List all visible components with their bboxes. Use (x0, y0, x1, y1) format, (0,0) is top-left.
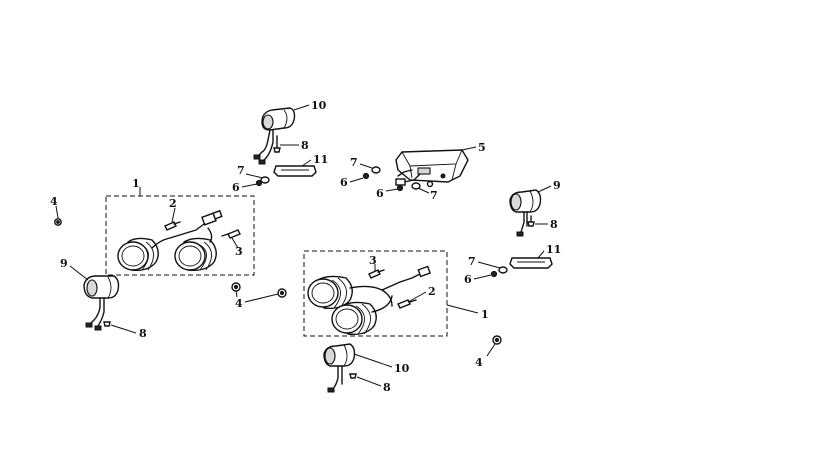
headlight-left-b (174, 237, 217, 272)
screw-top (273, 135, 281, 153)
bulb-right-3 (368, 269, 385, 279)
turn-signal-bottom (323, 343, 356, 393)
reflector-right (509, 257, 553, 269)
callout-bulb-right-a: 3 (369, 254, 377, 267)
callout-turn-signal-bottom: 10 (394, 362, 410, 375)
nut-far-left (54, 218, 62, 226)
screw-left (103, 321, 111, 327)
callout-reflector-right: 11 (546, 243, 561, 256)
callout-nut-far-left: 4 (50, 195, 58, 208)
callout-bulb-left: 2 (169, 197, 177, 210)
turn-signal-left (83, 275, 120, 331)
callout-screw-rear-left: 7 (350, 156, 358, 169)
assembly-box-left (105, 195, 255, 276)
washer-rear-bottom (396, 182, 421, 192)
turn-signal-top (253, 107, 296, 165)
headlight-right-a (307, 275, 353, 310)
washer-rear-left (362, 166, 381, 180)
callout-rear-lamp: 5 (478, 141, 486, 154)
washer-top-left (255, 176, 270, 187)
headlight-right-b (331, 301, 377, 336)
callout-turn-signal-top: 10 (311, 99, 327, 112)
callout-bulb-left-b: 3 (235, 245, 243, 258)
callout-bulb-right-b: 2 (428, 285, 436, 298)
callout-assembly-right: 1 (481, 308, 489, 321)
bulb-right-2 (397, 299, 417, 309)
callout-screw-left: 8 (139, 327, 147, 340)
headlight-left-a (117, 237, 159, 272)
callout-screw-right-b: 7 (468, 255, 476, 268)
callout-washer-rear-bottom: 6 (376, 187, 384, 200)
callout-assembly-left: 1 (132, 177, 140, 190)
callout-nut-center-left: 4 (235, 297, 243, 310)
turn-signal-right (509, 189, 542, 237)
bulb-left-3 (221, 229, 241, 239)
assembly-box-right (303, 250, 448, 337)
nut-center-left (231, 282, 287, 298)
callout-washer-rear-left: 6 (340, 176, 348, 189)
bulb-left-2 (164, 221, 181, 231)
callout-reflector-top: 11 (313, 153, 328, 166)
screw-bottom (349, 373, 357, 379)
callout-screw-top-left: 7 (237, 164, 245, 177)
callout-screw-top: 8 (301, 139, 309, 152)
nut-bottom-right (492, 335, 502, 345)
callout-washer-right: 6 (464, 273, 472, 286)
reflector-top (273, 165, 317, 177)
washer-right (490, 266, 508, 278)
callout-turn-signal-right: 9 (553, 179, 561, 192)
callout-washer-top-left: 6 (232, 181, 240, 194)
rear-lamp (395, 149, 469, 188)
callout-screw-right: 8 (550, 218, 558, 231)
callout-turn-signal-left: 9 (60, 257, 68, 270)
callout-nut-bottom: 4 (475, 356, 483, 369)
screw-right (527, 215, 535, 227)
callout-screw-rear-bottom: 7 (430, 189, 438, 202)
callout-screw-bottom: 8 (383, 381, 391, 394)
